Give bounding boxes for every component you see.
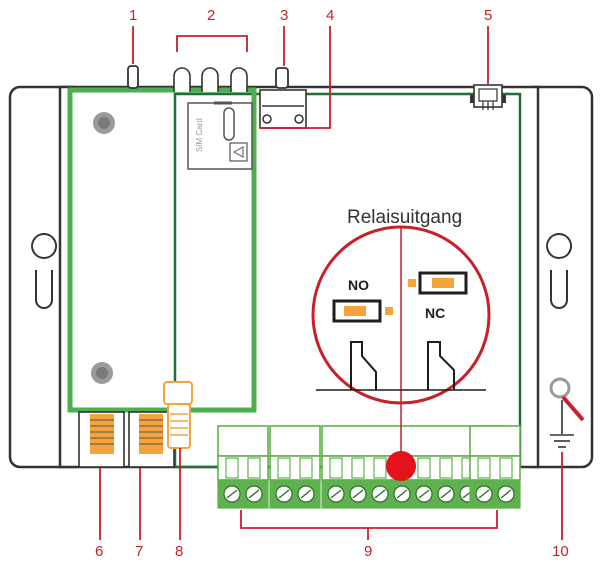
callout-2: 2 bbox=[207, 7, 215, 24]
terminal-blocks bbox=[217, 425, 521, 509]
terminal-plug bbox=[469, 425, 521, 457]
callout-4: 4 bbox=[326, 7, 334, 24]
callout-6: 6 bbox=[95, 543, 103, 560]
keyhole-slot-icon bbox=[546, 233, 573, 309]
mini-usb-icon bbox=[470, 84, 506, 110]
callout-leaders bbox=[99, 26, 563, 540]
relay-detail: Relaisuitgang NO NC bbox=[311, 207, 491, 481]
antenna-3 bbox=[259, 67, 307, 129]
relay-nc-label: NC bbox=[425, 305, 445, 321]
relay-no-label: NO bbox=[348, 277, 369, 293]
callout-1: 1 bbox=[129, 7, 137, 24]
sim-card-holder: SIM Card bbox=[187, 101, 253, 170]
keyhole-slot-icon bbox=[31, 233, 58, 309]
status-leds bbox=[173, 67, 248, 92]
terminal-plug bbox=[269, 425, 321, 457]
modem-module bbox=[67, 87, 257, 413]
antenna-1 bbox=[127, 65, 139, 89]
sim-card-label: SIM Card bbox=[195, 118, 204, 152]
ground-icon bbox=[549, 377, 585, 448]
callout-9: 9 bbox=[364, 543, 372, 560]
callout-10: 10 bbox=[552, 543, 569, 560]
jumper-8 bbox=[163, 381, 193, 449]
relay-title: Relaisuitgang bbox=[347, 207, 462, 228]
fuse-holder-6 bbox=[78, 411, 125, 468]
callout-7: 7 bbox=[135, 543, 143, 560]
callout-3: 3 bbox=[280, 7, 288, 24]
callout-5: 5 bbox=[484, 7, 492, 24]
terminal-plug bbox=[217, 425, 269, 457]
callout-8: 8 bbox=[175, 543, 183, 560]
